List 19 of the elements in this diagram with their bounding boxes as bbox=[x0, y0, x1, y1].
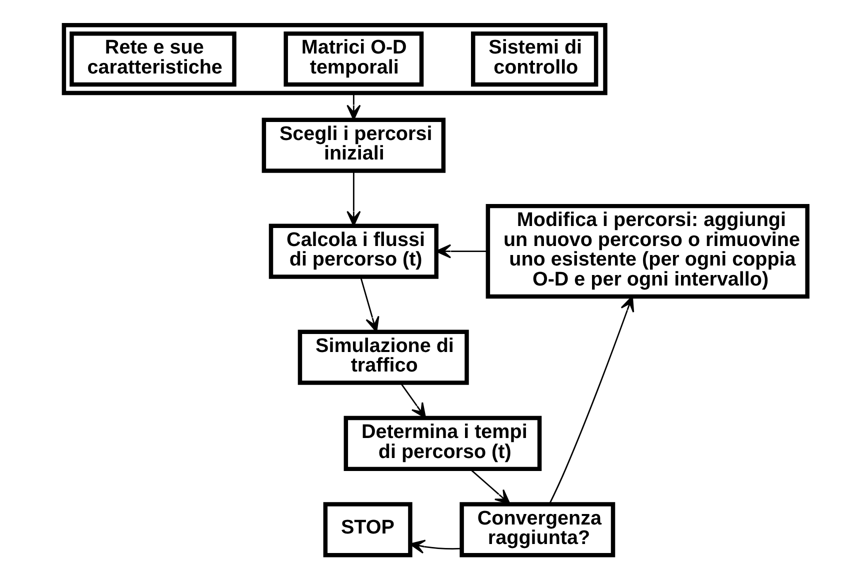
arrow bbox=[410, 540, 462, 554]
node-box: Simulazione di traffico bbox=[298, 330, 469, 385]
node-box: Determina i tempi di percorso (t) bbox=[344, 416, 542, 472]
arrow bbox=[400, 382, 426, 418]
arrow bbox=[436, 244, 488, 258]
node-box: Calcola i flussi di percorso (t) bbox=[268, 224, 438, 279]
arrow bbox=[346, 171, 361, 226]
node-box: Modifica i percorsi: aggiungi un nuovo percorso o rimuovine uno esistente (per ogni coppia O-D e per ogni intervallo) bbox=[486, 204, 810, 299]
arrow bbox=[346, 93, 361, 120]
node-box: Sistemi di controllo bbox=[470, 32, 598, 87]
arrow bbox=[548, 296, 634, 505]
node-box: Rete e sue caratteristiche bbox=[70, 32, 236, 87]
cluster bbox=[62, 23, 608, 96]
node-box: Convergenza raggiunta? bbox=[460, 502, 616, 558]
arrow bbox=[470, 468, 510, 505]
node-box: Scegli i percorsi iniziali bbox=[262, 118, 446, 173]
node-box: Matrici O-D temporali bbox=[284, 32, 424, 87]
node-box: STOP bbox=[323, 502, 412, 558]
arrow bbox=[360, 276, 380, 332]
